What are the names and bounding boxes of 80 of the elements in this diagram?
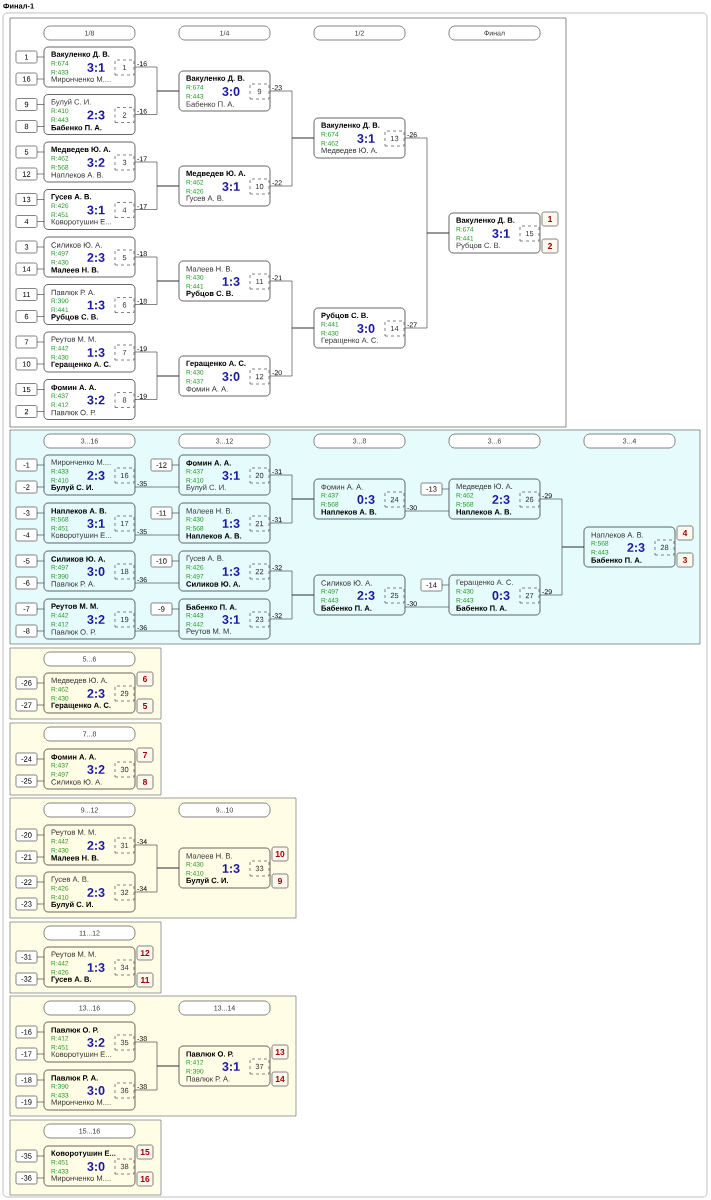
connector-line [36,246,45,248]
connector-line [404,606,450,608]
connector-line [36,363,45,365]
place-box: 1 [541,211,559,227]
connector-line [36,978,45,980]
connector-line [36,1177,45,1179]
connector-line [134,375,180,400]
connector-line [36,78,45,80]
connector-line [36,560,45,562]
connector-line [134,280,180,305]
connector-line [269,498,315,524]
connector-line [36,341,45,343]
place-box: 8 [136,774,154,790]
connector-line [269,594,315,620]
connector-line [269,137,315,187]
place-box: 10 [271,846,289,862]
connector-line [36,608,45,610]
connector-line [134,534,180,536]
connector-line [36,512,45,514]
connector-line [36,534,45,536]
place-box: 11 [136,972,154,988]
connector-line [36,682,45,684]
connector-line [269,327,315,377]
connector-line [134,582,180,584]
connector-line [36,199,45,200]
connector-line [134,185,180,210]
connector-line [171,560,180,562]
connector-line [134,90,180,115]
place-box: 2 [541,238,559,254]
connector-line [36,268,45,270]
connector-line [404,510,450,512]
connector-line [441,584,450,586]
connector-line [36,411,45,412]
place-box: 3 [676,552,694,568]
connector-line [36,486,45,488]
place-box: 5 [136,698,154,714]
connector-line [36,704,45,706]
connector-line [36,104,45,105]
connector-line [36,464,45,466]
connector-line [36,151,45,153]
connector-line [36,1101,45,1103]
place-box: 14 [271,1071,289,1087]
place-box: 4 [676,525,694,541]
place-box: 15 [136,1144,154,1160]
connector-line [36,316,45,317]
connector-line [36,903,45,905]
place-box: 12 [136,945,154,961]
connector-line [36,389,45,390]
connector-line [134,630,180,632]
connector-line [36,221,45,222]
connector-line [36,881,45,883]
connector-line [171,512,180,514]
connector-line [36,834,45,836]
connector-line [404,232,450,329]
connector-line [171,608,180,610]
connector-line [36,126,45,127]
connector-line [36,758,45,760]
place-box: 9 [271,873,289,889]
connector-line [36,294,45,295]
connector-line [36,1155,45,1157]
connector-line [539,546,585,596]
connector-line [36,1031,45,1033]
place-box: 13 [271,1044,289,1060]
place-box: 6 [136,671,154,687]
connector-line [36,1053,45,1055]
connector-line [134,1065,180,1091]
connector-line [36,630,45,632]
connector-line [36,1079,45,1081]
connector-line [171,464,180,466]
connector-line [441,488,450,490]
connector-line [134,486,180,488]
place-box: 16 [136,1171,154,1187]
connector-line [36,856,45,858]
connector-line [36,56,45,58]
connector-line [36,956,45,958]
connector-line [36,173,45,175]
place-box: 7 [136,747,154,763]
connector-line [36,582,45,584]
connector-line [36,780,45,782]
connector-line [134,867,180,893]
